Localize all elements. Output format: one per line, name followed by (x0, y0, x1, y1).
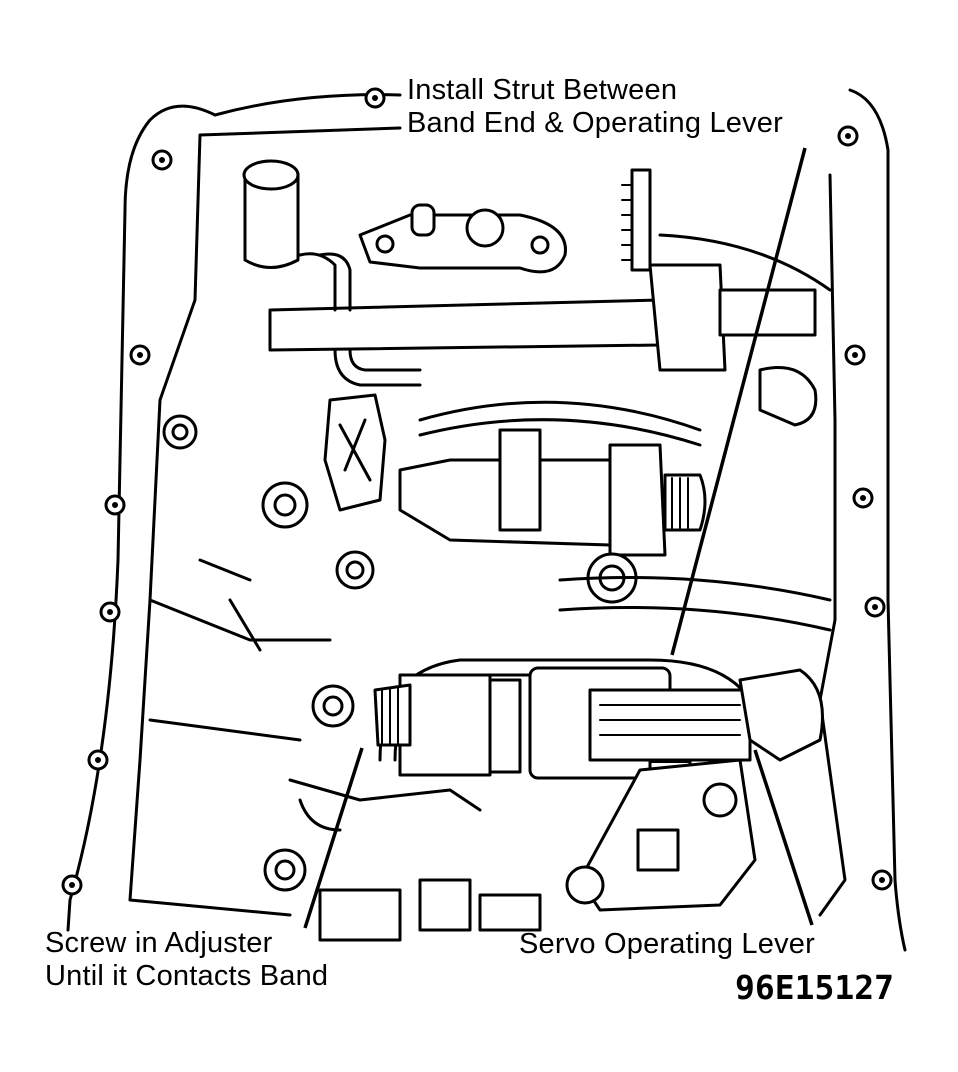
valve-body-outline-right (818, 173, 847, 917)
detent-assembly (621, 168, 832, 427)
lower-ports (288, 778, 542, 942)
flange-bolts-right (837, 125, 893, 891)
adjuster-callout-line1: Screw in Adjuster (45, 927, 273, 959)
servo-lever-callout-line1: Servo Operating Lever (519, 928, 815, 960)
upper-servo (398, 428, 707, 557)
left-boss-castings (162, 414, 375, 892)
adjuster-leader-line (303, 747, 364, 929)
horizontal-shaft (268, 252, 662, 387)
pan-flange-outline (66, 104, 217, 932)
linkage-frame (323, 393, 387, 512)
servo-lever-body (565, 668, 824, 912)
casting-ribs (148, 400, 832, 742)
strut-callout-line1: Install Strut Between (407, 74, 678, 106)
servo-lever-callout: Servo Operating Lever (519, 928, 815, 961)
flange-bolts-left (61, 87, 386, 896)
figure-id: 96E15127 (735, 968, 894, 1007)
pan-flange-outline-right (848, 88, 907, 952)
adjuster-callout: Screw in Adjuster Until it Contacts Band (45, 927, 328, 993)
strut-callout: Install Strut Between Band End & Operati… (407, 74, 783, 140)
strut-callout-line2: Band End & Operating Lever (407, 107, 783, 139)
vertical-cylinder (242, 159, 300, 269)
adjuster-callout-line2: Until it Contacts Band (45, 960, 329, 992)
linkage-plate (358, 203, 567, 274)
strut-leader-line (670, 147, 807, 656)
servo-lever-leader-line (753, 749, 814, 926)
adjuster-screw (373, 683, 412, 747)
